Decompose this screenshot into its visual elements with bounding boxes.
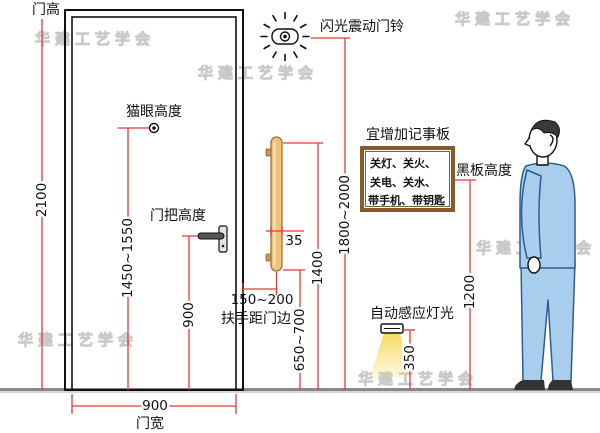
flash-ray [263,44,271,50]
door-frame-inner [71,16,237,391]
flash-ray [293,14,298,22]
door [64,9,244,391]
flash-doorbell-icon [260,11,310,62]
door-handle-height-value: 900 [181,302,197,328]
grab-bar-icon [265,136,283,272]
handrail-bottom-height-value: 650~700 [292,309,308,372]
flash-ray [299,23,307,29]
doorbell-lamp-center [283,34,287,39]
flash-ray [299,44,307,50]
door-height-dimension: 门高 2100 [32,1,60,390]
person-shoe-left [514,380,545,390]
notice-board-height-value: 1200 [462,275,478,309]
door-handle-group: 门把高度 900 [150,207,228,390]
person-ear [549,134,554,147]
notice-board-frame [360,146,455,212]
doorbell-label: 闪光震动门铃 [320,19,404,35]
sensor-light-height-value: 350 [402,345,418,371]
flash-ray [263,23,271,29]
sensor-light-label: 自动感应灯光 [370,305,454,322]
notice-board-surface [365,151,450,207]
flash-rays [260,11,310,62]
peephole-label: 猫眼高度 [126,103,182,120]
peephole-height-value: 1450~1550 [120,218,136,298]
watermark-text: 华建工艺学会 [455,10,575,28]
notice-board-line: 带手机、带钥匙 [368,193,446,207]
notice-board-line: 关灯、关火、 [370,156,436,170]
door-height-label: 门高 [32,1,60,18]
notice-board-group: 宜增加记事板 关灯、关火、 关电、关水、 带手机、带钥匙 黑板高度 1200 [360,127,512,390]
watermark-text: 华建工艺学会 [35,30,155,48]
peephole-lens [152,126,156,130]
door-handle-lever [197,232,225,240]
person-shoe-right [548,380,573,390]
peephole-icon [148,122,160,134]
notice-board-height-label: 黑板高度 [456,162,512,179]
person-hair [530,119,560,138]
doorbell-group: 闪光震动门铃 1800~2000 [260,11,404,390]
notice-board-label: 宜增加记事板 [366,127,450,143]
door-width-dimension: 900 门宽 [71,394,237,432]
person-arm [520,169,542,259]
notice-board-line: 关电、关水、 [370,175,436,189]
sensor-light-icon [370,323,410,378]
handrail-distance-label: 扶手距门边 [221,311,291,327]
door-handle-icon [197,225,228,253]
person-hand [527,256,541,274]
light-beam [370,333,410,378]
flash-ray [272,51,277,59]
door-handle-label: 门把高度 [150,207,206,224]
notice-board: 关灯、关火、 关电、关水、 带手机、带钥匙 [360,146,455,212]
handrail-top-height-value: 1400 [310,251,326,285]
handrail-diameter-value: 35 [285,233,302,249]
doorbell-height-value: 1800~2000 [337,175,353,255]
handrail-group: 35 150~200 扶手距门边 1400 650~700 [221,136,329,390]
person-icon [514,119,576,390]
keyhole-icon [221,244,225,248]
watermark-text: 华建工艺学会 [18,331,138,349]
door-width-label: 门宽 [136,415,164,432]
person-nose [524,136,531,147]
person-legs [520,261,576,382]
door-height-value: 2100 [34,183,50,217]
handrail-distance-value: 150~200 [231,292,294,308]
floor-shadow [0,390,600,393]
flash-ray [272,14,277,22]
watermark-text: 华建工艺学会 [198,64,318,82]
flash-ray [293,51,298,59]
grab-bar-tube [270,136,283,272]
sensor-light-group: 自动感应灯光 350 [370,305,454,390]
peephole-group: 猫眼高度 1450~1550 [118,103,182,390]
door-width-value: 900 [142,398,168,414]
